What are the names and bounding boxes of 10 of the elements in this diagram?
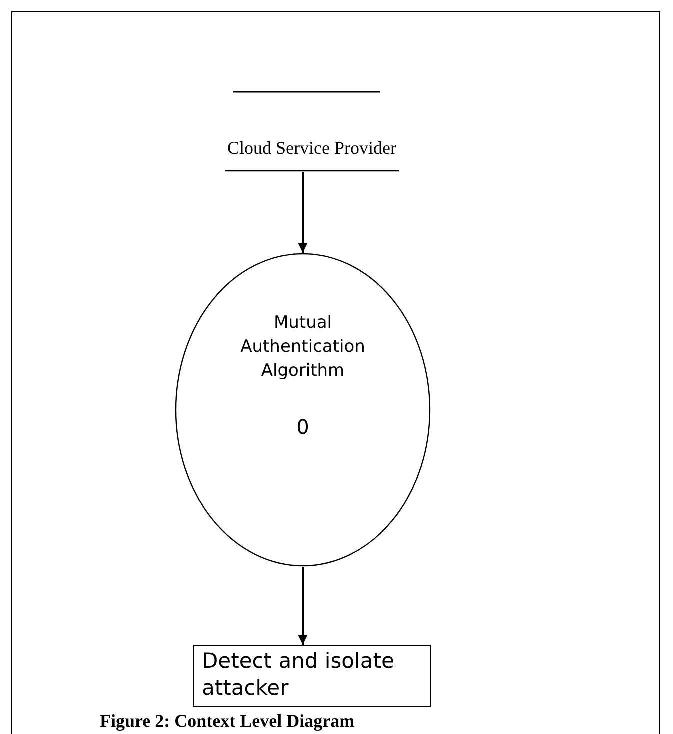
process-box: [193, 645, 431, 707]
process-circle: [175, 253, 431, 567]
arrow: [298, 172, 308, 253]
box-label: Detect and isolate attacker: [202, 648, 396, 702]
process-number: 0: [296, 415, 310, 439]
figure-caption: Figure 2: Context Level Diagram: [100, 711, 355, 732]
process-name: Mutual Authentication Algorithm: [240, 312, 366, 383]
store-label: Cloud Service Provider: [226, 138, 398, 159]
arrow: [298, 567, 308, 645]
data-store: [222, 90, 402, 172]
